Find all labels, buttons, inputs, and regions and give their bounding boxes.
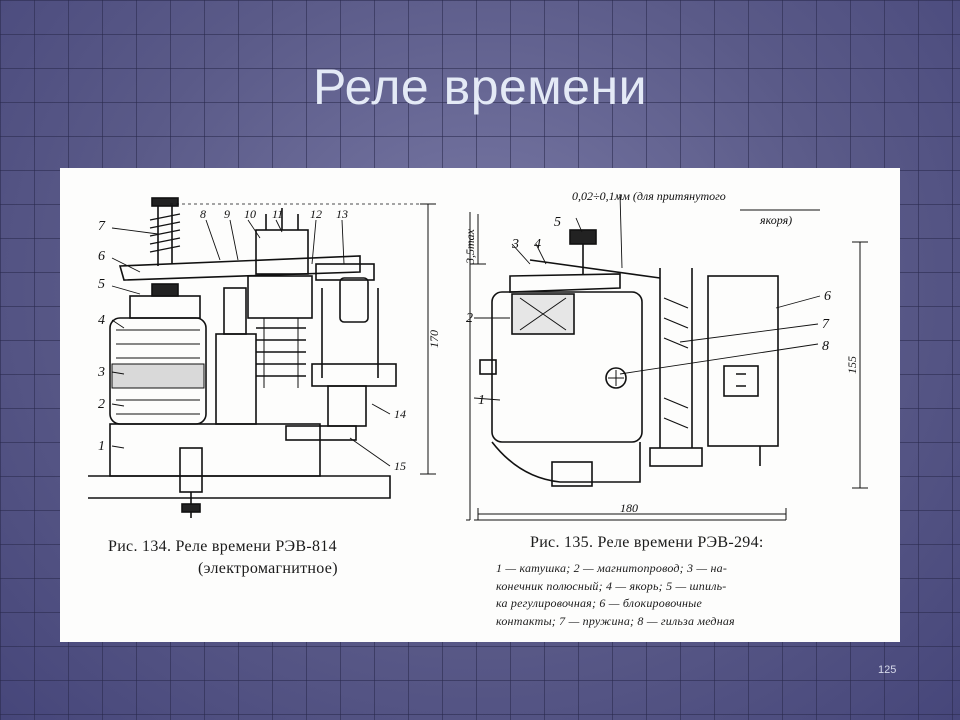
label-2: 2 [98,397,105,412]
dimension-3-5max: 3,5max [463,228,477,265]
label-1: 1 [98,439,105,454]
label-7: 7 [98,219,106,234]
label-4: 4 [98,313,105,328]
label-12: 12 [310,207,322,221]
label-7: 7 [822,317,830,332]
label-2: 2 [466,311,473,326]
label-1: 1 [478,393,485,408]
relay-drawings: 7 6 5 4 3 2 1 8 9 10 11 12 13 14 15 170 … [88,189,868,521]
label-8: 8 [822,339,829,354]
label-8: 8 [200,207,206,221]
gap-note-line2: якоря) [759,213,792,227]
legend-line: контакты; 7 — пружина; 8 — гильза медная [496,613,735,628]
scanned-figure: 7 6 5 4 3 2 1 8 9 10 11 12 13 14 15 170 … [60,168,900,642]
label-14: 14 [394,407,406,421]
relay-rev294-drawing [466,193,868,521]
dimension-155: 155 [845,356,859,374]
figure-134-subcaption: (электромагнитное) [198,560,338,577]
label-3: 3 [511,237,519,252]
legend-line: ка регулировочная; 6 — блокировочные [496,596,703,610]
label-10: 10 [244,207,256,221]
dimension-170: 170 [427,330,441,348]
slide-title: Реле времени [312,59,648,115]
gap-note-line1: 0,02÷0,1мм (для притянутого [572,189,726,203]
legend-line: 1 — катушка; 2 — магнитопровод; 3 — на- [496,561,728,575]
label-5: 5 [98,277,105,292]
page-number: 125 [878,664,897,676]
label-11: 11 [272,207,283,221]
label-4: 4 [534,237,541,252]
label-6: 6 [98,249,105,264]
figure-134-caption: Рис. 134. Реле времени РЭВ-814 [108,538,337,555]
label-13: 13 [336,207,348,221]
label-6: 6 [824,289,831,304]
label-5: 5 [554,215,561,230]
figure-135-caption: Рис. 135. Реле времени РЭВ-294: [530,534,764,551]
label-9: 9 [224,207,230,221]
label-15: 15 [394,459,406,473]
dimension-180: 180 [620,501,638,515]
figure-135-legend: 1 — катушка; 2 — магнитопровод; 3 — на- … [496,560,735,630]
legend-line: конечник полюсный; 4 — якорь; 5 — шпиль- [496,578,727,593]
relay-rev814-drawing [88,197,436,518]
rev814-part-labels: 7 6 5 4 3 2 1 8 9 10 11 12 13 14 15 170 [97,207,441,473]
label-3: 3 [97,365,105,380]
rev294-part-labels: 0,02÷0,1мм (для притянутого якоря) 3,5ma… [463,189,859,515]
